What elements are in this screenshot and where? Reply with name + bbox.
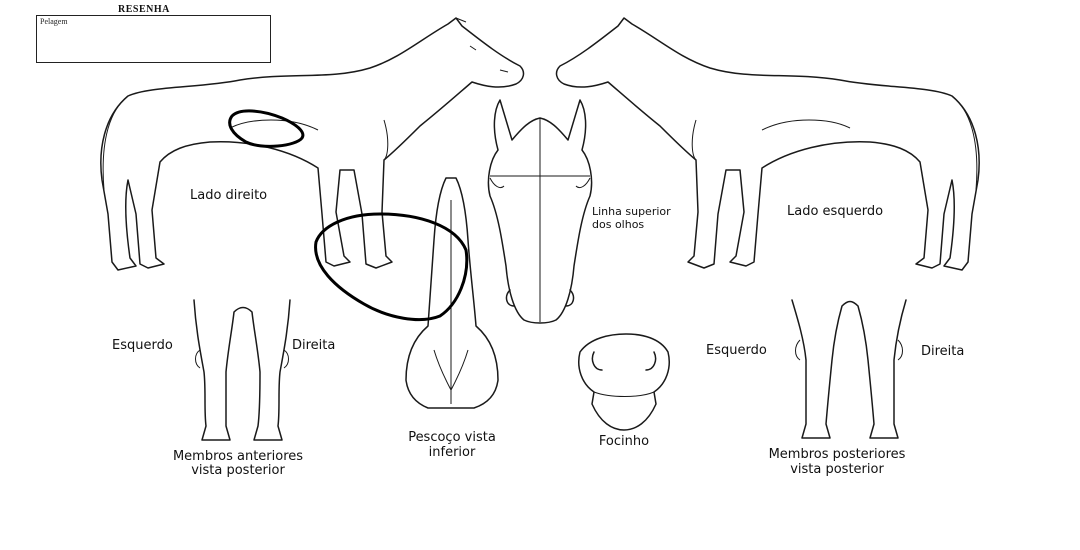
label-hind-left: Esquerdo [706,343,767,358]
label-front-caption-2: vista posterior [191,463,285,478]
label-hind-caption-2: vista posterior [790,462,884,477]
horse-left-side-figure [555,17,980,271]
label-right-side: Lado direito [190,188,268,203]
label-eye-line-2: dos olhos [592,218,645,231]
muzzle-figure [578,333,670,431]
front-limbs-figure [193,299,291,441]
label-muzzle: Focinho [598,434,650,449]
annotation-loop-back [228,109,305,148]
annotation-loop-legs [314,212,469,322]
label-hind-caption-1: Membros posteriores [768,447,906,462]
label-eye-line-1: Linha superior [592,205,671,218]
label-left-side: Lado esquerdo [787,204,884,219]
label-hind-right: Direita [921,344,965,359]
coat-field[interactable]: Pelagem [36,15,271,63]
hind-limbs-figure [791,299,907,439]
neck-inferior-figure [405,177,499,409]
label-neck-caption-1: Pescoço vista [408,430,496,445]
head-front-figure [487,99,593,324]
coat-field-label: Pelagem [40,17,68,26]
label-front-left: Esquerdo [112,338,173,353]
label-front-right: Direita [292,338,336,353]
label-neck-caption-2: inferior [428,445,476,460]
horse-right-side-figure [100,17,525,271]
form-title: RESENHA [118,4,170,15]
label-front-caption-1: Membros anteriores [172,449,304,464]
